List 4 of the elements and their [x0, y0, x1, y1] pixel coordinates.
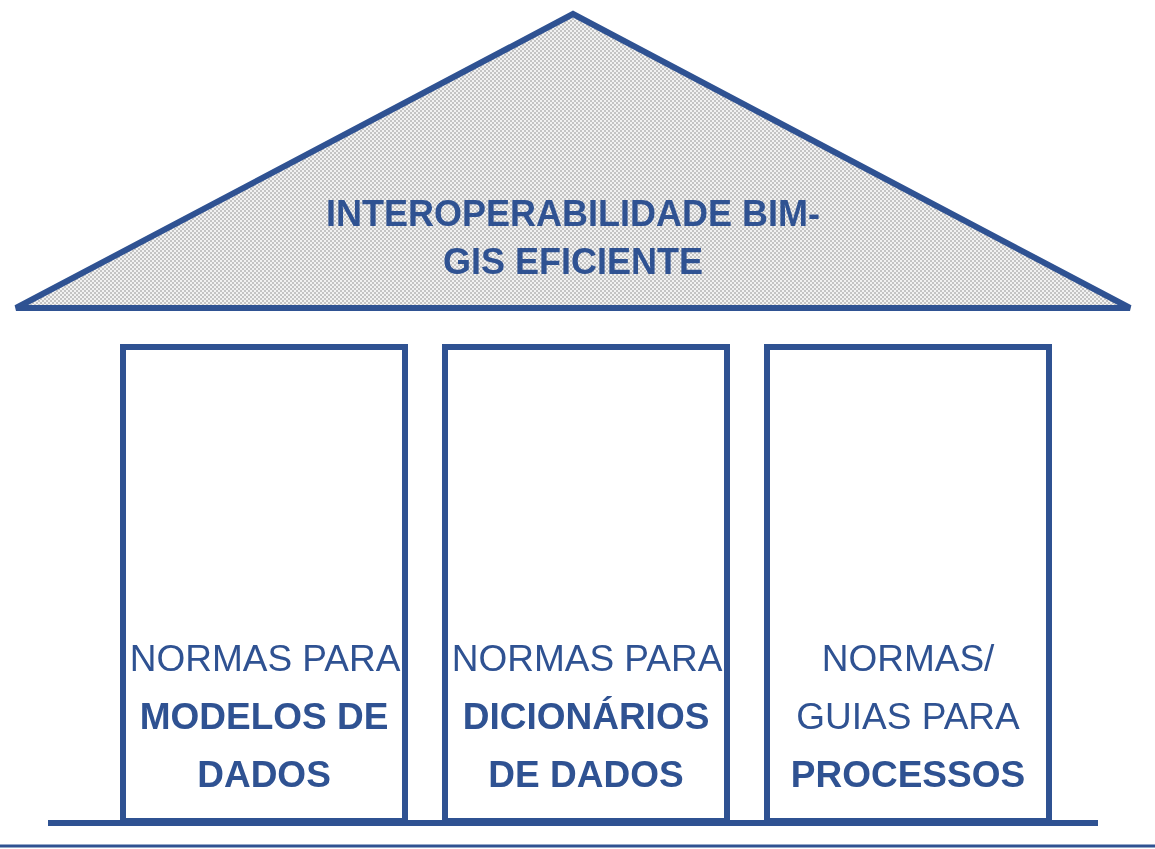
pillar-text: NORMAS PARA MODELOS DE DADOS	[128, 637, 401, 797]
pillar-text: NORMAS/ GUIAS PARA PROCESSOS	[789, 637, 1027, 797]
pillar-text: NORMAS PARA DICIONÁRIOS DE DADOS	[450, 637, 723, 797]
roof-title: INTEROPERABILIDADE BIM-GIS EFICIENTE	[326, 193, 820, 282]
